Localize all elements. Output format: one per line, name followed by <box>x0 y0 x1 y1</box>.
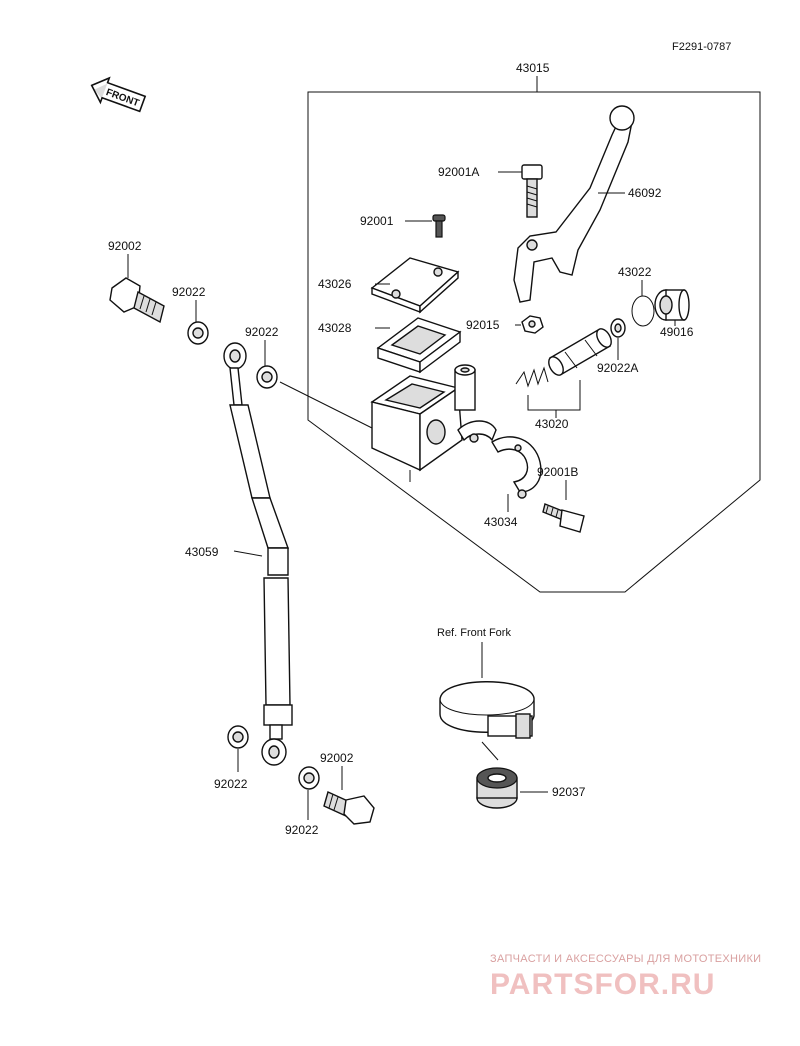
label-92037: 92037 <box>552 785 586 799</box>
label-92001B: 92001B <box>537 465 578 479</box>
label-92022-d: 92022 <box>285 823 319 837</box>
diaphragm-43028 <box>376 317 462 374</box>
circlip-43022 <box>631 295 655 327</box>
label-92015: 92015 <box>466 318 500 332</box>
label-43059: 43059 <box>185 545 219 559</box>
clamp-43034 <box>491 436 542 499</box>
washer-92022-d <box>298 766 320 790</box>
label-46092: 46092 <box>628 186 662 200</box>
banjo-bolt-92002-top <box>109 277 165 324</box>
dust-boot-49016 <box>654 289 690 321</box>
reservoir-cap-43026 <box>370 257 460 314</box>
washer-92022-a <box>187 321 209 345</box>
banjo-bolt-92002-bottom <box>323 791 375 825</box>
nut-92015 <box>521 315 544 334</box>
label-92002-bottom: 92002 <box>320 751 354 765</box>
master-cylinder-body <box>370 364 497 472</box>
cap-screw-92001 <box>432 214 446 238</box>
washer-92022-c <box>227 725 249 749</box>
label-49016: 49016 <box>660 325 694 339</box>
grommet-92037 <box>476 767 518 809</box>
washer-92022A <box>610 318 626 338</box>
brake-hose-43059 <box>223 342 293 766</box>
label-92022-c: 92022 <box>214 777 248 791</box>
label-43028: 43028 <box>318 321 352 335</box>
front-arrow-icon: FRONT <box>90 76 147 113</box>
figure-code: F2291-0787 <box>672 41 731 53</box>
label-43022: 43022 <box>618 265 652 279</box>
label-92022-a: 92022 <box>172 285 206 299</box>
watermark-caption: ЗАПЧАСТИ И АКСЕССУАРЫ ДЛЯ МОТОТЕХНИКИ <box>490 953 761 965</box>
label-92022-b: 92022 <box>245 325 279 339</box>
label-92001A: 92001A <box>438 165 479 179</box>
assembly-43015-frame <box>307 91 761 593</box>
label-ref-front-fork: Ref. Front Fork <box>437 627 511 639</box>
watermark-brand: PARTSFOR.RU <box>490 968 715 1001</box>
label-92022A: 92022A <box>597 361 638 375</box>
label-92001: 92001 <box>360 214 394 228</box>
front-fork-clamp-band <box>439 681 535 739</box>
label-43020: 43020 <box>535 417 569 431</box>
clamp-bolt-92001B <box>542 503 585 533</box>
pivot-bolt-92001A <box>521 164 543 218</box>
piston-kit-43020 <box>515 328 612 388</box>
brake-lever-46092 <box>513 105 635 303</box>
label-43015: 43015 <box>516 61 550 75</box>
label-43026: 43026 <box>318 277 352 291</box>
label-92002-top: 92002 <box>108 239 142 253</box>
washer-92022-b <box>256 365 278 389</box>
label-43034: 43034 <box>484 515 518 529</box>
